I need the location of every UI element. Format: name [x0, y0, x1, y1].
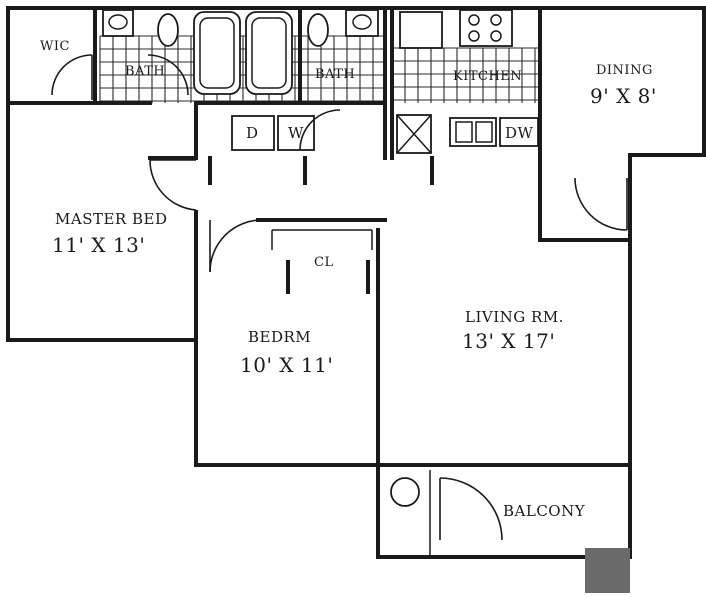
bath-right-label: BATH — [315, 67, 355, 82]
bath-left-label: BATH — [125, 64, 165, 79]
bedroom-label: BEDRM — [248, 328, 311, 346]
doors — [51, 54, 628, 541]
balcony-label: BALCONY — [503, 502, 586, 520]
master-bed-label: MASTER BED — [55, 210, 167, 228]
closet-outline — [271, 229, 373, 294]
bedroom-size: 10' X 11' — [240, 353, 333, 377]
dryer-icon — [231, 115, 275, 151]
wic-label: WIC — [40, 39, 70, 54]
stove-icon — [459, 9, 513, 47]
mechanical-closet-icon — [396, 114, 432, 154]
dishwasher-icon — [499, 117, 539, 147]
washer-icon — [277, 115, 315, 151]
dishwasher-label: DW — [505, 124, 534, 142]
refrigerator-icon — [399, 11, 443, 49]
toilet-left-icon — [157, 13, 179, 47]
bath-sink-left-icon — [102, 9, 134, 37]
dining-label: DINING — [596, 63, 653, 78]
bath-tile-floor — [99, 10, 385, 105]
living-room-size: 13' X 17' — [462, 329, 555, 353]
master-bed-size: 11' X 13' — [52, 233, 145, 257]
living-room-label: LIVING RM. — [465, 308, 564, 326]
wall-posts — [208, 156, 434, 185]
washer-label: W — [288, 124, 304, 142]
corner-marker — [585, 548, 630, 593]
closet-label: CL — [314, 255, 334, 270]
dining-size: 9' X 8' — [590, 84, 657, 108]
toilet-right-icon — [307, 13, 329, 47]
balcony-fixture-icon — [390, 477, 420, 507]
bath-sink-right-icon — [345, 9, 379, 37]
bathtub-left — [193, 11, 241, 95]
kitchen-label: KITCHEN — [453, 69, 522, 84]
walls — [6, 6, 706, 559]
kitchen-sink-icon — [449, 117, 497, 147]
bathtub-right — [245, 11, 293, 95]
dryer-label: D — [246, 124, 259, 142]
